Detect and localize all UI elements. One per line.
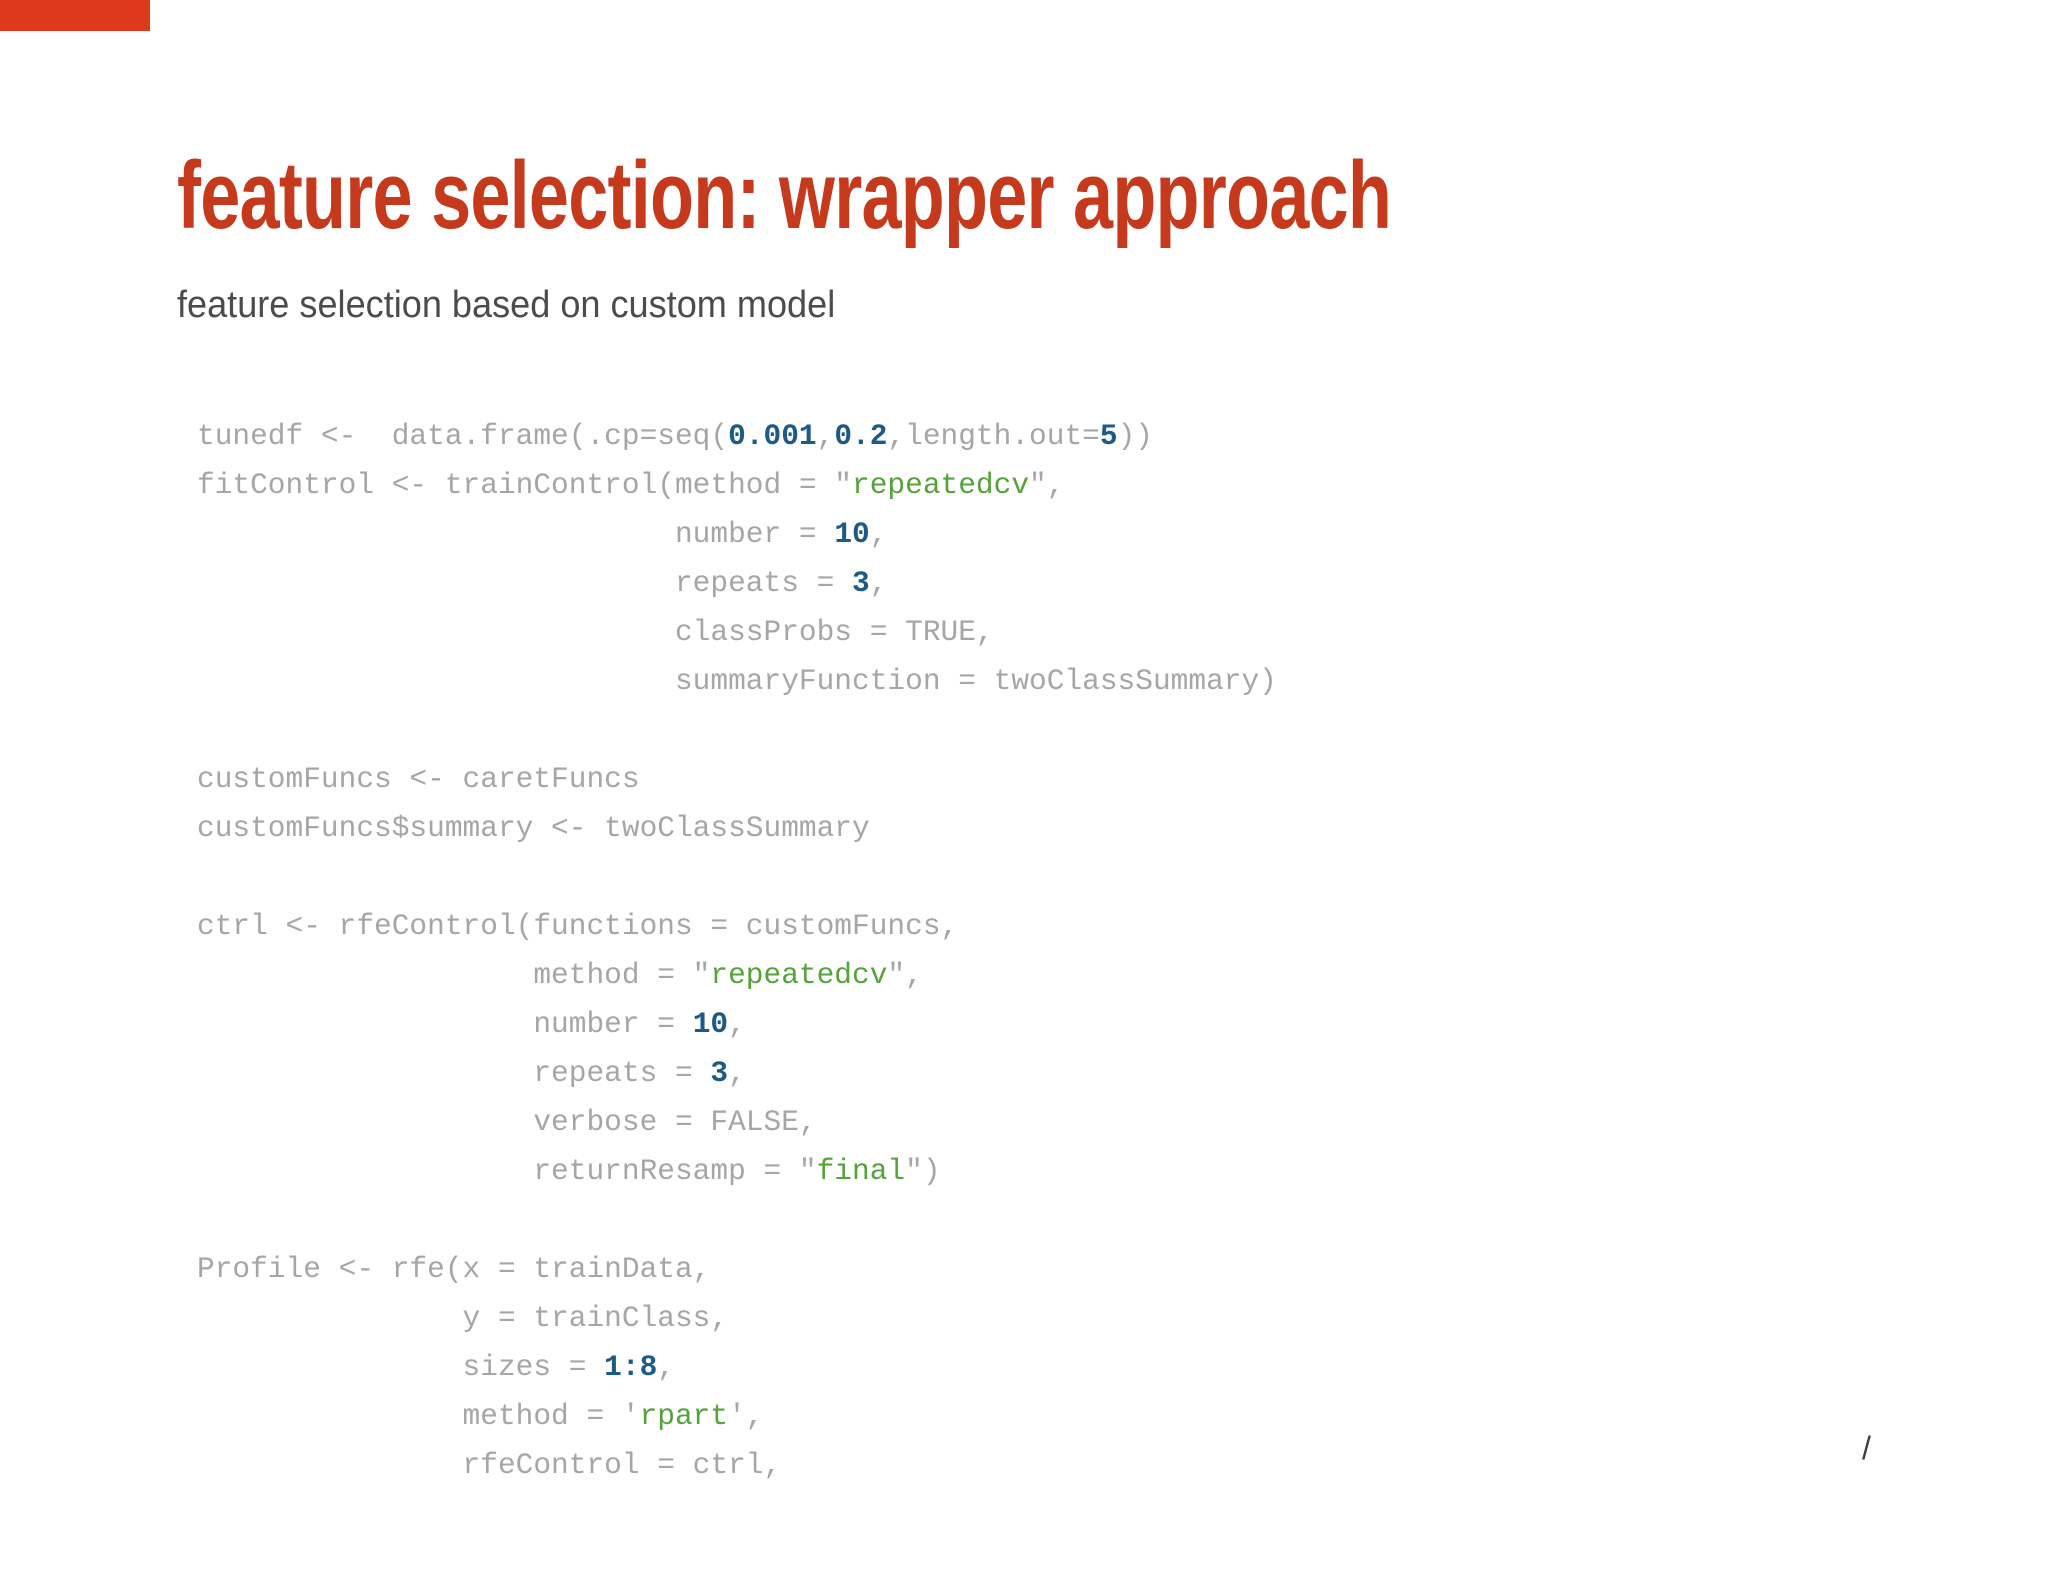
code-token: ", (887, 958, 923, 992)
code-line: fitControl <- trainControl(method = "rep… (197, 468, 1064, 502)
code-token: 10 (834, 517, 870, 551)
code-line: Profile <- rfe(x = trainData, (197, 1252, 710, 1286)
code-line: repeats = 3, (197, 566, 887, 600)
code-token: number = (197, 1007, 693, 1041)
code-line: rfeControl = ctrl, (197, 1448, 782, 1482)
code-token: Profile <- rfe(x = trainData, (197, 1252, 711, 1286)
code-line: classProbs = TRUE, (197, 615, 994, 649)
code-token: 3 (852, 566, 870, 600)
code-token: , (728, 1007, 746, 1041)
code-token: ', (728, 1399, 764, 1433)
code-line: repeats = 3, (197, 1056, 746, 1090)
code-token: rpart (639, 1399, 729, 1433)
code-token: , (869, 566, 888, 600)
slide-progress-bar (0, 0, 150, 31)
code-token: verbose = FALSE, (197, 1105, 817, 1139)
slide-subtitle-text: feature selection based on custom model (177, 284, 836, 326)
code-token: 5 (1099, 419, 1118, 453)
code-token: ") (905, 1154, 941, 1188)
code-token: , (657, 1350, 675, 1384)
code-token: repeatedcv (852, 468, 1030, 502)
code-token: classProbs = TRUE, (197, 615, 994, 649)
slide-title: feature selection: wrapper approach (177, 143, 1796, 249)
code-token: ,length.out= (887, 419, 1100, 453)
code-line: tunedf <- data.frame(.cp=seq(0.001,0.2,l… (197, 419, 1153, 453)
code-token: 0.001 (728, 419, 817, 453)
code-line: verbose = FALSE, (197, 1105, 817, 1139)
code-token: repeatedcv (710, 958, 888, 992)
code-line: number = 10, (197, 1007, 746, 1041)
slide-title-text: feature selection: wrapper approach (177, 142, 1392, 249)
code-token: summaryFunction = twoClassSummary) (197, 664, 1277, 698)
code-token: returnResamp = " (197, 1154, 817, 1188)
code-token: y = trainClass, (197, 1301, 729, 1335)
code-token: 1:8 (604, 1350, 658, 1384)
code-token: sizes = (197, 1350, 605, 1384)
code-line: y = trainClass, (197, 1301, 729, 1335)
code-token: customFuncs <- caretFuncs (197, 762, 640, 796)
code-token: , (816, 419, 835, 453)
code-token: 10 (692, 1007, 729, 1041)
code-line: customFuncs$summary <- twoClassSummary (197, 811, 870, 845)
code-line: returnResamp = "final") (197, 1154, 941, 1188)
code-token: final (816, 1154, 906, 1188)
code-token: , (728, 1056, 746, 1090)
code-line: method = 'rpart', (197, 1399, 764, 1433)
code-token: number = (197, 517, 835, 551)
code-token: 0.2 (834, 419, 888, 453)
slide-subtitle: feature selection based on custom model (177, 283, 870, 329)
code-token: ", (1029, 468, 1065, 502)
code-block: tunedf <- data.frame(.cp=seq(0.001,0.2,l… (197, 412, 1277, 1490)
code-line: sizes = 1:8, (197, 1350, 675, 1384)
code-line: number = 10, (197, 517, 887, 551)
code-token: repeats = (197, 566, 853, 600)
code-token: repeats = (197, 1056, 711, 1090)
code-token: )) (1117, 419, 1153, 453)
code-token: fitControl <- trainControl(method = " (197, 468, 853, 502)
code-token: , (869, 517, 888, 551)
code-line: ctrl <- rfeControl(functions = customFun… (197, 909, 958, 943)
code-token: ctrl <- rfeControl(functions = customFun… (197, 909, 959, 943)
code-token: method = " (197, 958, 711, 992)
code-token: method = ' (197, 1399, 640, 1433)
code-line: customFuncs <- caretFuncs (197, 762, 640, 796)
code-line: method = "repeatedcv", (197, 958, 923, 992)
code-token: 3 (710, 1056, 729, 1090)
code-token: rfeControl = ctrl, (197, 1448, 782, 1482)
page-indicator: / (1862, 1430, 1871, 1466)
code-line: summaryFunction = twoClassSummary) (197, 664, 1277, 698)
code-token: tunedf <- data.frame(.cp=seq( (197, 419, 729, 453)
code-token: customFuncs$summary <- twoClassSummary (197, 811, 870, 845)
